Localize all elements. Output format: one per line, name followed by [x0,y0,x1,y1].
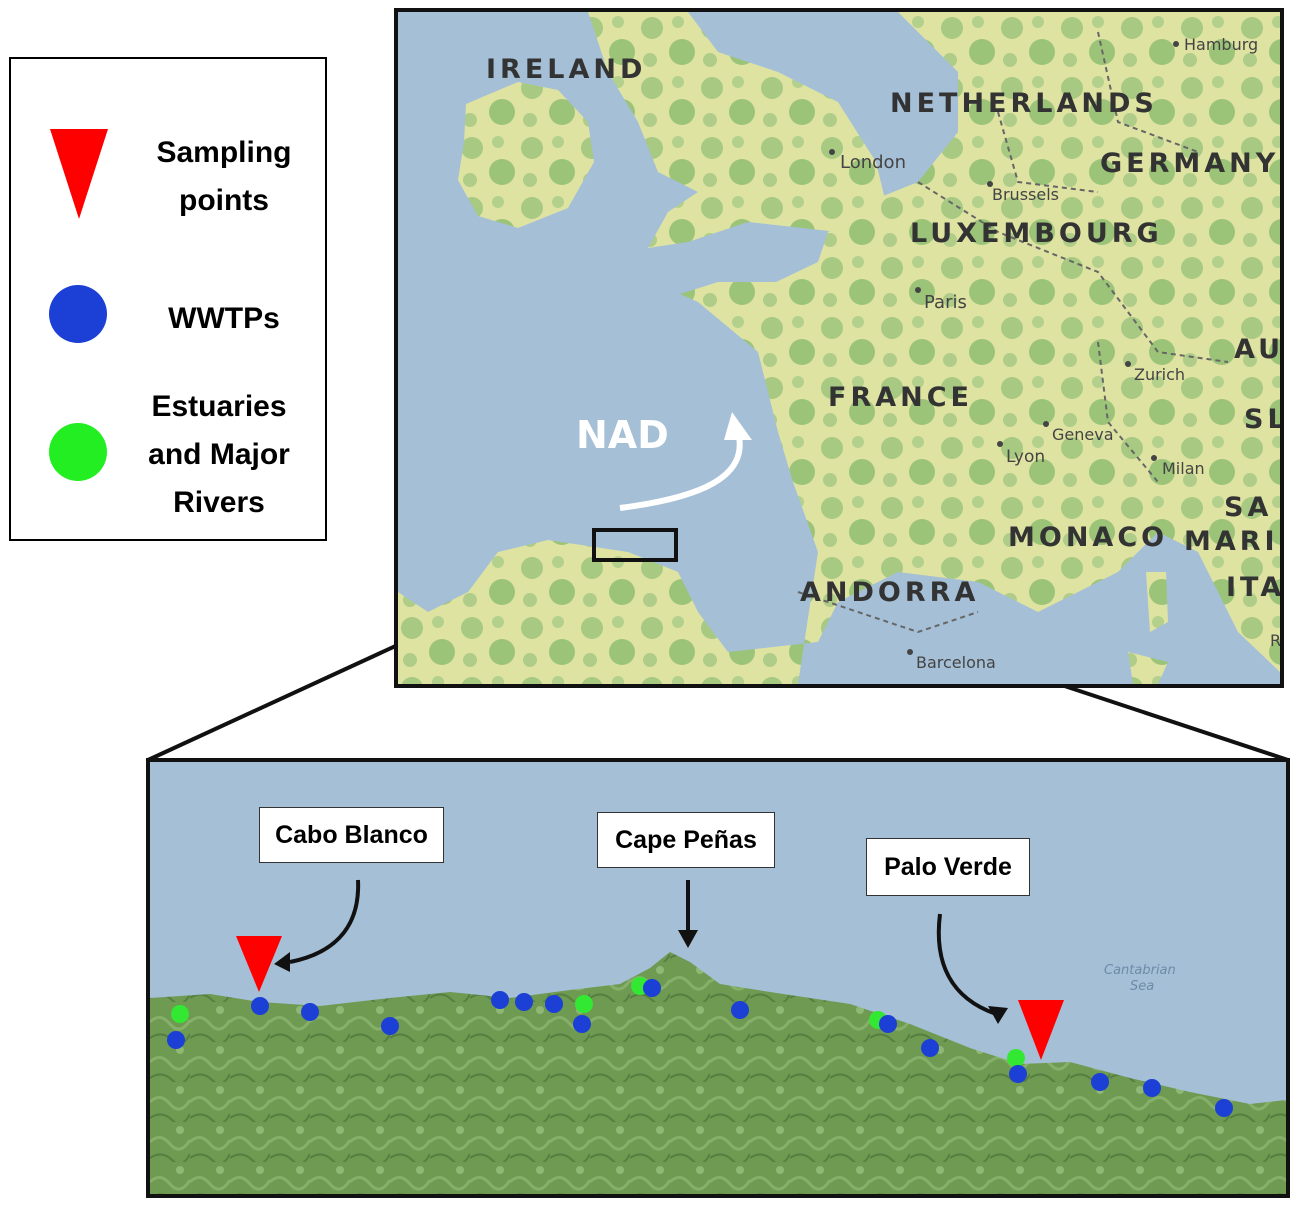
arrowhead-cabo-blanco [274,952,290,972]
callout-arrows [289,879,997,1016]
label-germany: GERMANY [1100,148,1279,179]
callout-palo-verde: Palo Verde [866,838,1030,896]
continental-landmass [398,12,1280,684]
cantabrian-coastline [150,952,1286,1194]
nad-current-arrow [619,431,743,511]
city-r: R [1270,631,1280,650]
nad-current-label: NAD [576,413,669,457]
city-brussels: Brussels [992,185,1059,204]
nad-current-arrowhead [724,412,752,440]
blue-circle-icon [49,285,107,343]
legend-label-estuaries: Estuaries and Major Rivers [148,390,290,519]
city-zurich: Zurich [1134,365,1185,384]
city-barcelona: Barcelona [916,653,996,672]
legend-label-sampling: Sampling points [156,136,292,217]
sampling-point-cabo-blanco [236,936,282,992]
city-hamburg: Hamburg [1184,35,1258,54]
ireland-landmass [458,82,594,228]
label-france: FRANCE [828,382,973,413]
zoom-inset-rectangle [592,528,678,562]
country-borders [797,31,1229,634]
city-geneva: Geneva [1052,425,1114,444]
legend-label-wwtps: WWTPs [168,302,280,335]
wwtp-markers [167,979,1233,1117]
label-andorra: ANDORRA [800,577,979,608]
corsica-landmass [1146,572,1168,632]
red-triangle-icon [50,129,108,219]
overview-map: IRELAND NETHERLANDS GERMANY LUXEMBOURG F… [394,8,1284,688]
label-ireland: IRELAND [486,54,646,85]
label-ita: ITA [1226,572,1280,603]
label-sa: SA [1224,492,1272,523]
sea-label-cantabrian: Cantabrian [1104,963,1176,978]
label-monaco: MONACO [1008,522,1168,553]
label-netherlands: NETHERLANDS [890,88,1158,119]
label-mari: MARI [1184,526,1279,557]
label-au: AU [1234,334,1280,365]
label-sl: SL [1244,404,1280,435]
callout-cabo-blanco: Cabo Blanco [259,807,444,863]
estuary-markers [171,977,1025,1067]
label-luxembourg: LUXEMBOURG [910,218,1163,249]
great-britain-landmass [588,12,888,248]
city-lyon: Lyon [1006,447,1045,467]
sea-label-sea: Sea [1130,979,1154,994]
arrowhead-cape-penas [678,930,698,948]
legend: Sampling points WWTPs Estuaries and Majo… [9,57,327,541]
city-paris: Paris [924,292,967,313]
green-circle-icon [49,423,107,481]
sardinia-landmass [1128,652,1168,684]
city-milan: Milan [1162,459,1205,478]
callout-cape-penas: Cape Peñas [597,812,775,868]
city-london: London [840,152,906,173]
sampling-point-palo-verde [1018,1000,1064,1060]
city-dots [829,41,1179,655]
arrowhead-palo-verde [988,1006,1008,1024]
